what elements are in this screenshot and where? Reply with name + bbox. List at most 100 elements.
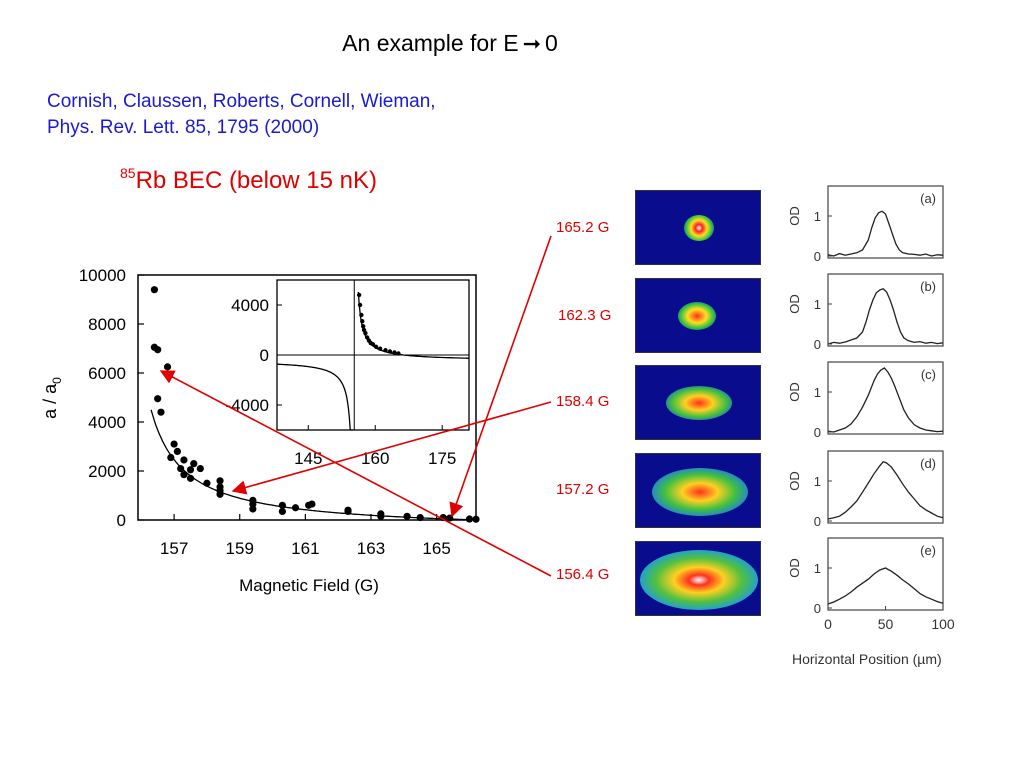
y-tick-label-10000: 10000: [79, 266, 126, 285]
profile-frame-1: [827, 273, 944, 347]
y-tick-label-6000: 6000: [88, 364, 126, 383]
data-point-16: [203, 479, 211, 487]
inset-point-15: [392, 350, 397, 355]
data-point-32: [377, 512, 385, 520]
profile-panel-label-3: (d): [920, 456, 936, 471]
reference-journal: Phys. Rev. Lett. 85, 1795 (2000): [47, 117, 320, 138]
profile-3-y-axis-label: OD: [787, 471, 802, 491]
inset-point-6: [363, 330, 368, 336]
inset-y-tick-label-0: 0: [260, 346, 269, 365]
cloud-image-d: [635, 453, 761, 528]
y-tick-label-8000: 8000: [88, 315, 126, 334]
data-point-23: [249, 505, 257, 513]
profile-x-tick-label-100: 100: [931, 616, 955, 632]
profile-panel-label-2: (c): [921, 367, 936, 382]
pointer-arrow-2: [159, 370, 552, 577]
data-point-28: [308, 500, 316, 508]
pointer-arrow-1: [231, 401, 552, 495]
profile-2-y-tick-label-1: 1: [814, 385, 821, 400]
inset-point-1: [357, 302, 363, 308]
inset-point-0: [356, 292, 362, 298]
profile-2-y-tick-label-0: 0: [814, 425, 821, 440]
data-point-24: [278, 501, 286, 509]
profile-x-axis-label: Horizontal Position (µm): [792, 651, 942, 667]
image-label-158-4: 158.4 G: [556, 393, 610, 410]
inset-point-10: [370, 342, 376, 347]
slide-title: An example for E➞0: [0, 30, 900, 57]
profile-x-tick-label-0: 0: [824, 616, 832, 632]
data-point-26: [291, 504, 300, 512]
inset-point-14: [387, 349, 393, 354]
pointer-arrow-0: [449, 235, 552, 518]
profile-panel-label-1: (b): [920, 279, 936, 294]
y-tick-label-2000: 2000: [88, 462, 126, 481]
profile-1-y-axis-label: OD: [787, 294, 802, 314]
data-point-25: [278, 507, 286, 516]
inset-point-4: [360, 324, 366, 329]
data-point-35: [439, 513, 447, 522]
profile-3-y-tick-label-0: 0: [814, 514, 821, 529]
main-plot-frame: [137, 274, 477, 521]
title-prefix: An example for E: [342, 30, 519, 56]
inset-x-tick-label-175: 175: [428, 449, 456, 468]
data-point-30: [344, 507, 352, 516]
inset-point-13: [383, 348, 388, 353]
profile-0-y-tick-label-1: 1: [814, 209, 821, 224]
inset-x-tick-label-145: 145: [294, 449, 322, 468]
profile-frame-2: [827, 361, 944, 435]
image-label-162-3: 162.3 G: [558, 307, 612, 324]
data-point-14: [186, 474, 195, 482]
subtitle-text: Rb BEC (below 15 nK): [135, 167, 378, 194]
profile-curve-3: [827, 461, 944, 520]
data-point-11: [180, 471, 188, 479]
x-tick-label-161: 161: [291, 539, 319, 558]
data-point-15: [196, 464, 204, 473]
inset-y-tick-label-4000: 4000: [231, 296, 269, 315]
profile-1-y-tick-label-1: 1: [814, 297, 821, 312]
data-point-20: [216, 490, 224, 498]
main-x-axis-label: Magnetic Field (G): [239, 576, 379, 595]
data-point-5: [157, 408, 165, 416]
data-point-0: [150, 286, 159, 294]
data-point-12: [190, 460, 198, 468]
cloud-image-a: [635, 190, 761, 265]
profile-frame-0: [827, 185, 944, 259]
cloud-image-c: [635, 365, 761, 440]
inset-point-2: [359, 312, 364, 318]
profile-curve-4: [827, 567, 944, 605]
data-point-2: [154, 346, 162, 354]
data-point-10: [177, 464, 185, 473]
inset-y-tick-label--4000: -4000: [226, 396, 269, 415]
isotope-mass-number: 85: [120, 165, 136, 181]
profile-curve-2: [827, 367, 944, 433]
inset-point-12: [377, 346, 383, 351]
x-tick-label-165: 165: [422, 539, 450, 558]
y-tick-label-0: 0: [117, 511, 126, 530]
data-point-13: [186, 466, 195, 474]
inset-point-11: [373, 344, 379, 350]
data-point-37: [465, 515, 474, 523]
right-arrow-icon: ➞: [522, 31, 542, 56]
profile-curve-0: [827, 210, 944, 257]
y-tick-label-4000: 4000: [88, 413, 126, 432]
x-tick-label-159: 159: [226, 539, 254, 558]
slide-subtitle: 85Rb BEC (below 15 nK): [120, 165, 377, 195]
x-tick-label-157: 157: [160, 539, 188, 558]
inset-point-3: [360, 319, 365, 324]
inset-point-16: [396, 351, 401, 356]
profile-0-y-axis-label: OD: [787, 206, 802, 226]
image-label-157-2: 157.2 G: [556, 481, 610, 498]
data-point-33: [403, 512, 411, 520]
main-y-axis-label: a / a0: [40, 377, 64, 419]
data-point-3: [163, 363, 172, 371]
cloud-image-e: [635, 541, 761, 616]
data-point-38: [472, 515, 480, 523]
profile-3-y-tick-label-1: 1: [814, 474, 821, 489]
profile-0-y-tick-label-0: 0: [814, 249, 821, 264]
profile-4-y-tick-label-0: 0: [814, 601, 821, 616]
title-suffix: 0: [545, 30, 558, 56]
profile-x-tick-label-50: 50: [878, 616, 894, 632]
profile-4-y-tick-label-1: 1: [814, 561, 821, 576]
data-point-17: [216, 477, 224, 485]
